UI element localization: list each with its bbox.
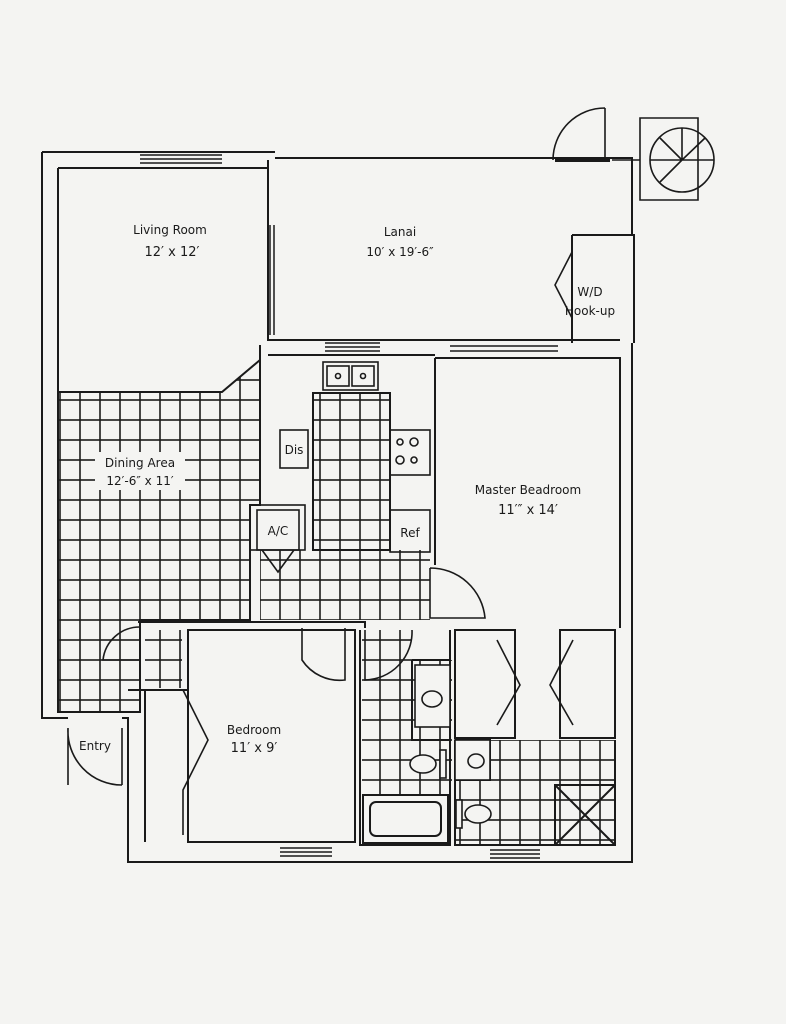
room-master-bedroom: Master Beadroom 11′″ x 14′	[475, 483, 581, 518]
room-bedroom: Bedroom 11′ x 9′	[227, 723, 281, 756]
bath-fixtures	[409, 664, 492, 829]
wd-label: W/D	[577, 285, 602, 299]
doors	[67, 107, 606, 835]
bedroom-size: 11′ x 9′	[231, 741, 278, 756]
dishwasher-label: Dis	[285, 443, 304, 457]
room-wd-hookup: W/D Hook-up	[565, 285, 615, 318]
living-room-name: Living Room	[133, 223, 207, 237]
stove	[389, 429, 431, 476]
hookup-label: Hook-up	[565, 304, 615, 318]
tile-floors	[57, 357, 615, 845]
ac-label: A/C	[268, 524, 289, 538]
master-bedroom-size: 11′″ x 14′	[498, 503, 558, 518]
room-dining: Dining Area 12′-6″ x 11′	[95, 452, 185, 490]
master-bedroom-name: Master Beadroom	[475, 483, 581, 497]
ref-label: Ref	[400, 526, 420, 540]
windows	[140, 154, 610, 859]
dining-name: Dining Area	[105, 456, 175, 470]
walls	[41, 151, 635, 863]
ac-unit: A/C	[249, 504, 306, 574]
kitchen-sink	[322, 361, 379, 391]
entry-label: Entry	[79, 739, 111, 753]
living-room-size: 12′ x 12′	[145, 245, 200, 260]
room-lanai: Lanai 10′ x 19′-6″	[366, 225, 434, 259]
lanai-name: Lanai	[384, 225, 416, 239]
lanai-size: 10′ x 19′-6″	[366, 245, 434, 259]
dishwasher: Dis	[279, 429, 309, 469]
refrigerator: Ref	[389, 509, 431, 553]
spiral-stair	[612, 117, 715, 201]
room-living: Living Room 12′ x 12′	[133, 223, 207, 260]
bedroom-name: Bedroom	[227, 723, 281, 737]
dining-size: 12′-6″ x 11′	[106, 474, 173, 488]
